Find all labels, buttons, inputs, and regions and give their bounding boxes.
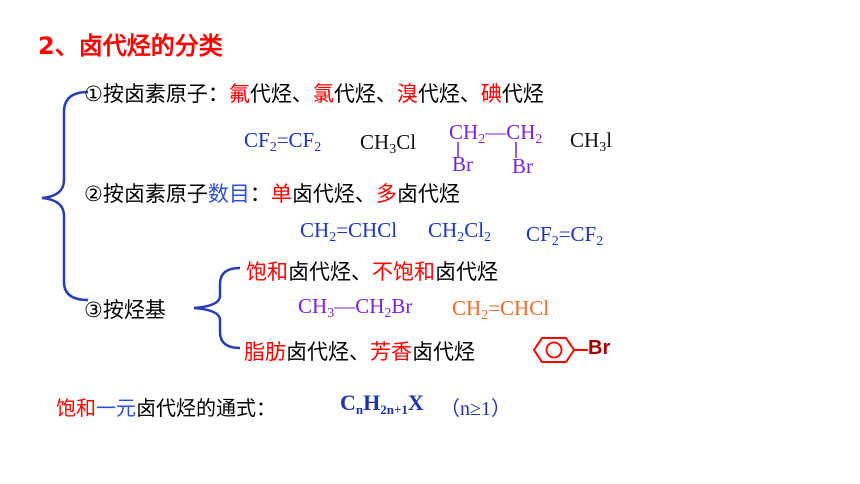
word-mono: 单 [270, 182, 292, 206]
row2-prefix: ②按卤素原子 [84, 182, 208, 206]
formula-ch2cl2: CH2Cl2 [428, 218, 492, 245]
formula-ch2chcl: CH2=CHCl [300, 218, 398, 245]
word-unsaturated: 不饱和 [372, 260, 435, 284]
text: 卤代烃 [396, 182, 460, 206]
word-fluoro: 氟 [228, 82, 250, 106]
row-aliphatic: 脂肪卤代烃、芳香卤代烃 [244, 336, 475, 366]
text: 代烃、 [249, 82, 313, 106]
formula-cf2cf2: CF2=CF2 [244, 128, 322, 155]
general-formula-line: 饱和一元卤代烃的通式： [56, 392, 276, 421]
formula-ch3cl: CH3Cl [360, 130, 417, 157]
word-saturated: 饱和 [246, 260, 288, 284]
text: 卤代烃、 [291, 182, 376, 206]
formula-ch2chcl-b: CH2=CHCl [452, 296, 550, 323]
row-by-halogen-atom: ①按卤素原子：氟代烃、氯代烃、溴代烃、碘代烃 [84, 78, 544, 108]
text: 卤代烃的通式： [136, 396, 276, 420]
row-by-hydrocarbon-group: ③按烃基 [84, 298, 166, 322]
text: 卤代烃、 [288, 260, 372, 284]
text: 代烃、 [333, 82, 397, 106]
benzene-br-label: Br [588, 337, 611, 359]
benzene-ring-icon [532, 337, 588, 363]
text: 卤代烃、 [286, 340, 370, 364]
word-iodo: 碘 [480, 82, 502, 106]
page-title: 2、卤代烃的分类 [38, 32, 223, 60]
inner-brace [193, 266, 241, 350]
word-chloro: 氯 [312, 82, 334, 106]
formula-condition: （n≥1） [440, 398, 511, 420]
br-sub-1: Br [452, 152, 473, 176]
formula-ch3i: CH3l [570, 128, 613, 155]
text: 代烃 [501, 82, 544, 106]
text: ： [249, 182, 271, 206]
word-saturated-2: 饱和 [56, 396, 96, 420]
row-saturated: 饱和卤代烃、不饱和卤代烃 [246, 256, 498, 286]
text: 卤代烃 [412, 340, 475, 364]
word-bromo: 溴 [396, 82, 418, 106]
general-formula: CnH2n+1X [340, 390, 424, 417]
word-aromatic: 芳香 [370, 340, 412, 364]
text: 卤代烃 [435, 260, 498, 284]
formula-cf2cf2-b: CF2=CF2 [526, 222, 604, 249]
row-by-halogen-count: ②按卤素原子数目：单卤代烃、多卤代烃 [84, 178, 460, 208]
formula-ch2ch2: CH2—CH2 [449, 120, 543, 147]
formula-ch3ch2br: CH3—CH2Br [298, 294, 413, 321]
row1-prefix: ①按卤素原子： [84, 82, 229, 106]
word-count: 数目 [207, 182, 250, 206]
br-sub-2: Br [512, 154, 533, 178]
word-monohalo: 一元 [96, 396, 136, 420]
text: 代烃、 [417, 82, 481, 106]
bond-lines [457, 142, 517, 158]
word-poly: 多 [375, 182, 397, 206]
outer-brace [41, 90, 89, 302]
word-aliphatic: 脂肪 [244, 340, 286, 364]
